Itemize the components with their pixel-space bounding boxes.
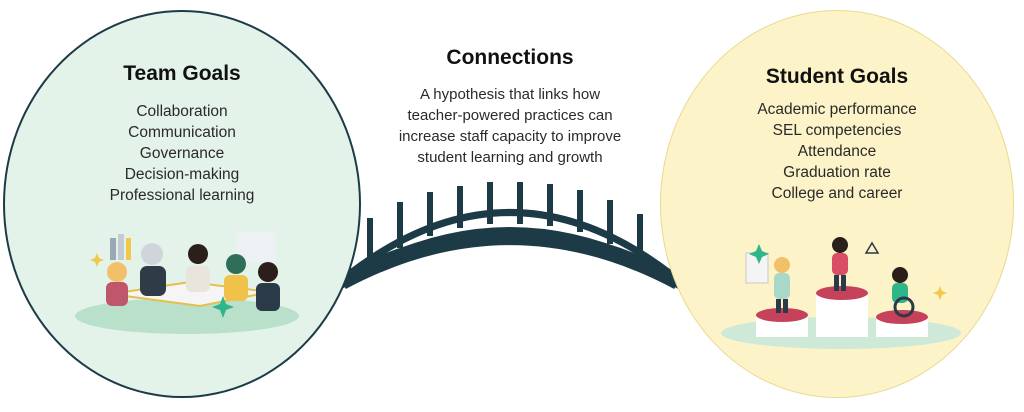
description-line: A hypothesis that links how bbox=[419, 86, 601, 103]
description-line: teacher-powered practices can bbox=[407, 107, 613, 124]
list-item: Collaboration bbox=[136, 103, 228, 120]
list-item: Academic performance bbox=[757, 101, 917, 118]
student-goals-title: Student Goals bbox=[765, 65, 909, 88]
list-item: Decision-making bbox=[124, 166, 240, 183]
description-line: increase staff capacity to improve bbox=[398, 128, 622, 145]
team-goals-list: Collaboration Communication Governance D… bbox=[5, 101, 359, 206]
description-line: student learning and growth bbox=[417, 149, 603, 166]
list-item: Attendance bbox=[797, 143, 877, 160]
connections-title: Connections bbox=[446, 46, 574, 69]
list-item: Governance bbox=[139, 145, 225, 162]
team-goals-circle: Team Goals Collaboration Communication G… bbox=[3, 10, 361, 398]
student-goals-circle: Student Goals Academic performance SEL c… bbox=[660, 10, 1014, 398]
student-goals-list: Academic performance SEL competencies At… bbox=[661, 99, 1013, 204]
connections-description: A hypothesis that links how teacher-powe… bbox=[360, 84, 660, 168]
students-podium-illustration bbox=[721, 237, 961, 349]
list-item: Professional learning bbox=[109, 187, 255, 204]
list-item: College and career bbox=[771, 185, 903, 202]
connections-block: Connections A hypothesis that links how … bbox=[360, 46, 660, 168]
team-meeting-illustration bbox=[75, 232, 299, 334]
team-goals-title: Team Goals bbox=[123, 62, 241, 85]
list-item: Graduation rate bbox=[783, 164, 891, 181]
list-item: Communication bbox=[128, 124, 236, 141]
list-item: SEL competencies bbox=[772, 122, 902, 139]
bridge-illustration bbox=[338, 182, 682, 290]
